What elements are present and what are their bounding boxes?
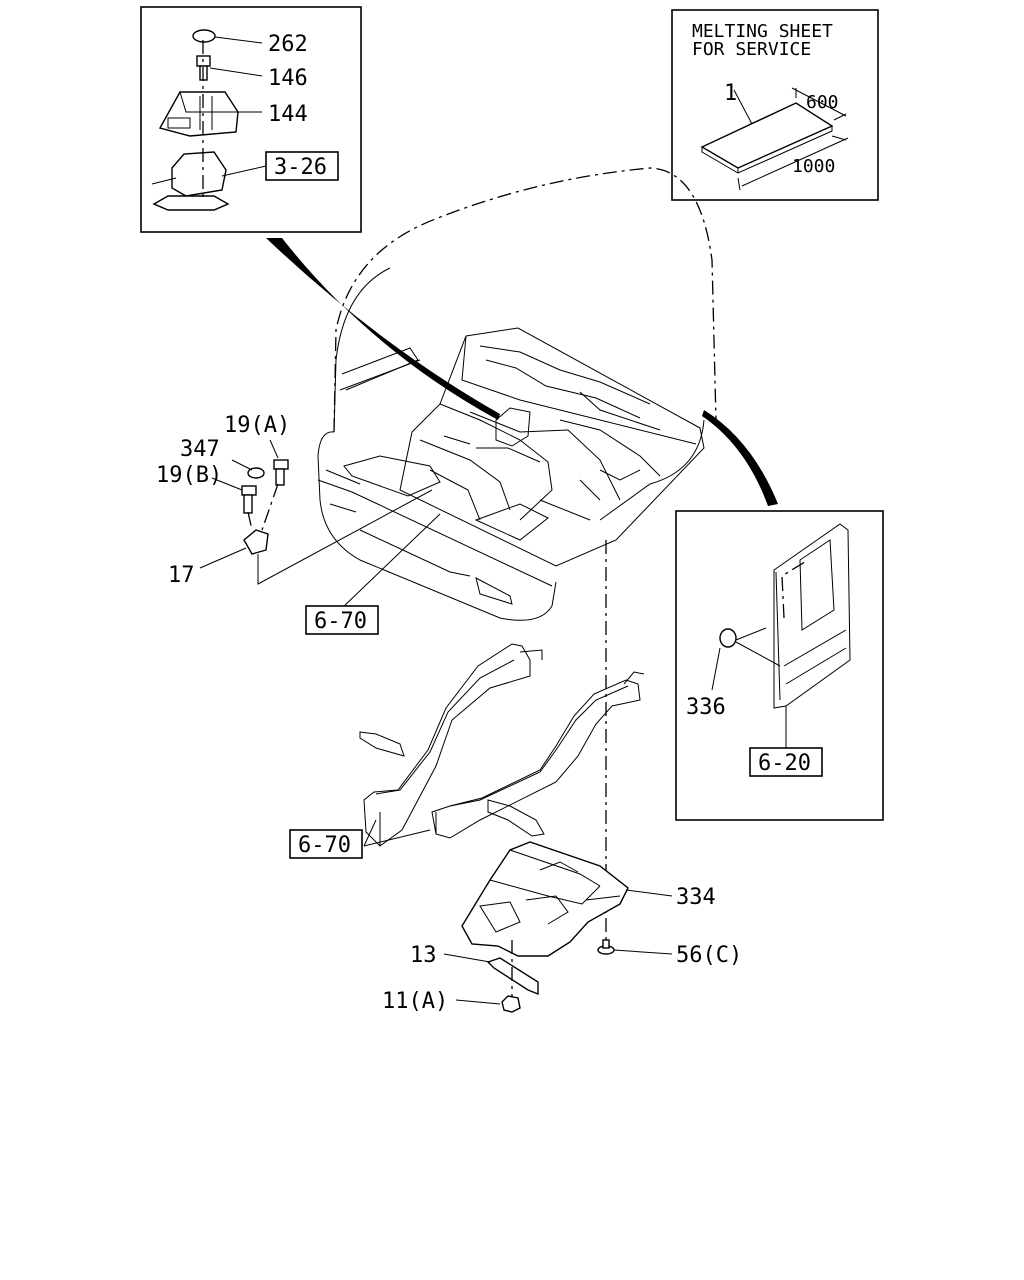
pointer-to-shift-inset (266, 238, 500, 420)
callout-6-70-bottom: 6-70 (298, 833, 351, 858)
bracket-17 (243, 529, 269, 555)
cab-body (317, 167, 717, 621)
pointer-to-door-inset (702, 410, 778, 506)
bolt-19b (241, 485, 257, 514)
callout-6-70-top: 6-70 (314, 609, 367, 634)
callout-262: 262 (268, 32, 308, 57)
callout-336: 336 (686, 695, 726, 720)
callout-17: 17 (168, 563, 195, 588)
cap-part-262 (192, 29, 216, 43)
ref-box-3-26 (265, 151, 339, 181)
callout-1: 1 (724, 81, 737, 106)
callout-11a: 11(A) (382, 989, 448, 1014)
bolt-19a (273, 459, 289, 486)
callout-3-26: 3-26 (274, 155, 327, 180)
melting-sheet-inset: MELTING SHEET FOR SERVICE 1 600 1000 (671, 9, 879, 201)
housing-part-144 (158, 91, 239, 137)
callout-334: 334 (676, 885, 716, 910)
ref-box-6-70-bottom (289, 829, 363, 859)
grommet-336 (719, 628, 737, 648)
melting-sheet-title: MELTING SHEET (692, 21, 833, 42)
ref-box-6-70-top (305, 605, 379, 635)
bracket-fasteners (199, 439, 441, 609)
callout-144: 144 (268, 102, 308, 127)
frame-rails (359, 643, 645, 847)
shift-lever-inset: 3-26 262 146 144 (140, 6, 362, 233)
callout-6-20: 6-20 (758, 751, 811, 776)
melting-sheet-part-1 (700, 102, 834, 174)
bracket-13 (486, 940, 539, 998)
fastener-56c (597, 939, 615, 955)
floor-panel-assembly (343, 327, 705, 567)
dimension-1000: 1000 (792, 156, 835, 177)
melting-sheet-subtitle: FOR SERVICE (692, 39, 811, 60)
dimension-600: 600 (806, 92, 839, 113)
door-inset: 336 6-20 (675, 510, 884, 821)
callout-56c: 56(C) (676, 943, 742, 968)
callout-19b: 19(B) (156, 463, 222, 488)
nut-11a (501, 995, 521, 1013)
callout-13: 13 (410, 943, 437, 968)
ref-box-6-20 (749, 747, 823, 777)
shift-mechanism (151, 40, 230, 211)
tunnel-part-334 (461, 841, 629, 957)
callout-19a: 19(A) (224, 413, 290, 438)
callout-347: 347 (180, 437, 220, 462)
washer-347 (247, 467, 265, 479)
callout-146: 146 (268, 66, 308, 91)
